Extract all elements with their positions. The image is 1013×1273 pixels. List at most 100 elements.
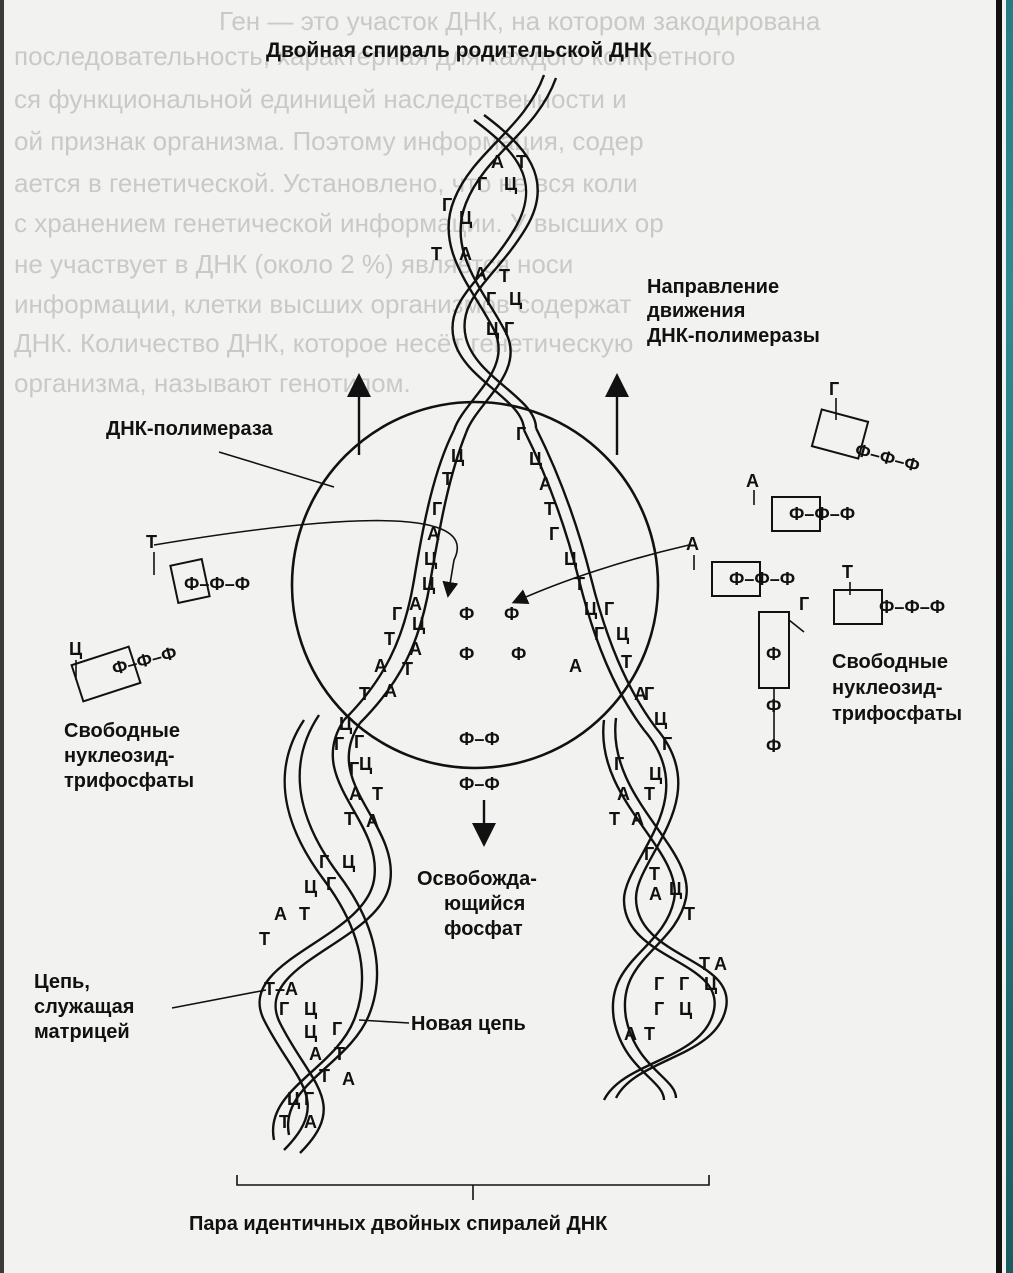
base-letter: Ц — [304, 1022, 318, 1042]
base-letter: Г — [504, 319, 514, 339]
base-letter: Т — [644, 1024, 655, 1044]
free-nucleotide-right-4: Т Ф–Ф–Ф — [834, 562, 945, 624]
free-ntp-left-label: трифосфаты — [64, 770, 194, 792]
free-nucleotide-left-1: Т Ф–Ф–Ф — [146, 532, 250, 603]
base-letter: А — [309, 1044, 322, 1064]
base-letter: А — [624, 1024, 637, 1044]
base-letter: Г — [604, 599, 614, 619]
base-letter: Г — [354, 732, 364, 752]
diagram-title: Двойная спираль родительской ДНК — [266, 39, 652, 62]
base-letter: А — [617, 784, 630, 804]
base-letter: Ц — [287, 1089, 301, 1109]
base-letter: Г — [392, 604, 402, 624]
base-letter: Г — [654, 974, 664, 994]
base-letter: Г — [679, 974, 689, 994]
nucleotide-chain-vertical: Ф — [766, 736, 781, 756]
right-dark-edge — [996, 0, 1002, 1273]
base-letter: Ц — [451, 446, 465, 466]
bg-line: ДНК. Количество ДНК, которое несёт генет… — [14, 328, 633, 358]
base-letter: Г — [654, 999, 664, 1019]
base-letter: Т — [621, 652, 632, 672]
nucleotide-chain-vertical: Ф — [766, 696, 781, 716]
released-phosphate-label: Освобожда- — [417, 868, 537, 890]
base-letter: А — [631, 809, 644, 829]
nucleotide-base: А — [746, 471, 759, 491]
base-letter: Г — [332, 1019, 342, 1039]
free-ntp-left-label: Свободные — [64, 720, 180, 742]
base-letter: А — [349, 784, 362, 804]
base-letter: Т — [516, 152, 527, 172]
base-letter: Ц — [359, 754, 373, 774]
base-letter: А — [374, 656, 387, 676]
base-letter: А — [474, 264, 487, 284]
nucleotide-base: Г — [829, 379, 839, 399]
base-letter: Т — [442, 469, 453, 489]
base-letter: Г — [432, 499, 442, 519]
base-letter: А — [366, 811, 379, 831]
diagram-page: Ген — это участок ДНК, на котором закоди… — [4, 0, 1006, 1273]
base-letter: Ц — [342, 852, 356, 872]
base-letter: Т — [319, 1066, 330, 1086]
base-letter: Т — [649, 864, 660, 884]
base-letter: А — [539, 474, 552, 494]
base-letter: Г — [662, 734, 672, 754]
base-letter: Ц — [704, 974, 718, 994]
bg-line: Ген — это участок ДНК, на котором закоди… — [219, 6, 821, 36]
base-letter: Ц — [509, 289, 523, 309]
base-letter: А — [384, 681, 397, 701]
base-letter: Г — [549, 524, 559, 544]
base-letter: Ц — [422, 574, 436, 594]
base-letter: Ц — [339, 714, 353, 734]
base-letter: Г — [279, 999, 289, 1019]
base-letter: Г — [644, 684, 654, 704]
base-letter: А — [714, 954, 727, 974]
base-letter: Ц — [459, 208, 473, 228]
template-leader — [172, 990, 266, 1008]
base-letter: А — [304, 1112, 317, 1132]
template-strand-label: матрицей — [34, 1021, 130, 1043]
base-letter: Ц — [564, 549, 578, 569]
fork-phosphate: Ф — [511, 644, 526, 664]
daughter-helix-right: Г Ц Г Г Ц А Т Т А Г Т А Ц Т Т А Г Г Ц Г … — [603, 684, 727, 1100]
free-ntp-right-label: нуклеозид- — [832, 677, 943, 699]
base-letter: Г — [442, 195, 452, 215]
new-strand-label: Новая цепь — [411, 1013, 526, 1035]
base-letter: Ц — [412, 614, 426, 634]
base-letter: Т–А — [264, 979, 298, 999]
free-nucleotide-right-3: А Ф–Ф–Ф — [686, 534, 795, 596]
base-letter: Ц — [616, 624, 630, 644]
base-letter: Т — [384, 629, 395, 649]
base-letter: Т — [499, 266, 510, 286]
base-letter: Т — [699, 954, 710, 974]
bg-line: ся функциональной единицей наследственно… — [14, 84, 627, 114]
nucleotide-base: А — [686, 534, 699, 554]
phosphate-pair: Ф–Ф — [459, 729, 500, 749]
base-letter: Г — [304, 1089, 314, 1109]
nucleotide-chain-vertical: Ф — [766, 644, 781, 664]
base-letter: Т — [609, 809, 620, 829]
base-letter: Ц — [529, 449, 543, 469]
free-ntp-left-label: нуклеозид- — [64, 745, 175, 767]
base-letter: Г — [594, 624, 604, 644]
released-phosphate-label: фосфат — [444, 918, 523, 940]
free-ntp-right-label: Свободные — [832, 651, 948, 673]
bg-line: с хранением генетической информации. У в… — [14, 208, 664, 238]
free-nucleotide-right-5: Г Ф Ф Ф — [759, 594, 809, 756]
base-letter: Г — [334, 734, 344, 754]
base-letter: Ц — [669, 879, 683, 899]
base-letter: А — [274, 904, 287, 924]
base-letter: Г — [477, 174, 487, 194]
nucleotide-base: Т — [842, 562, 853, 582]
fork-phosphate: Ф — [459, 644, 474, 664]
base-letter: Г — [319, 852, 329, 872]
base-letter: А — [409, 594, 422, 614]
base-letter: Г — [644, 844, 654, 864]
base-letter: Т — [334, 1044, 345, 1064]
nucleotide-chain: Ф–Ф–Ф — [184, 574, 250, 594]
nucleotide-chain: Ф–Ф–Ф — [853, 440, 922, 476]
released-phosphate-label: ющийся — [444, 893, 525, 915]
base-letter: Т — [431, 244, 442, 264]
base-letter: Т — [344, 809, 355, 829]
nucleotide-chain: Ф–Ф–Ф — [729, 569, 795, 589]
base-letter: Т — [372, 784, 383, 804]
